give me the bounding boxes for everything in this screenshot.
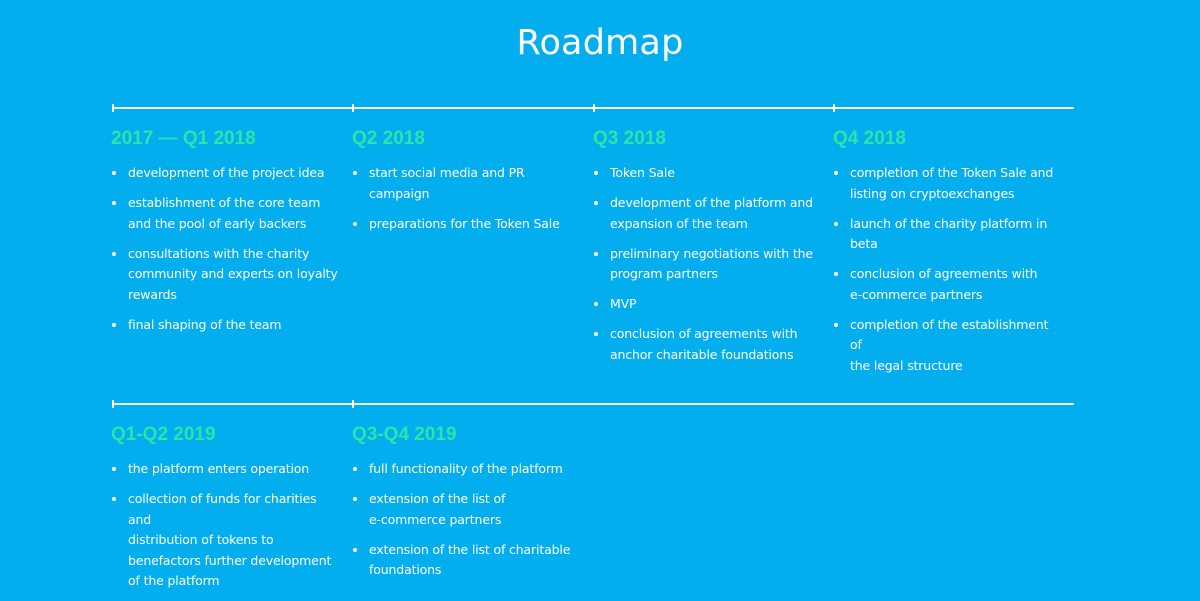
stage-period: Q1-Q2 2019	[111, 424, 216, 445]
timeline-tick	[833, 104, 835, 112]
milestone-text: completion of the establishment of the l…	[850, 316, 1049, 373]
bullet-icon	[594, 171, 598, 175]
milestone-item: collection of funds for charities and di…	[111, 489, 339, 592]
timeline-tick	[112, 400, 114, 408]
roadmap-stage-q1-q2-2019: Q1-Q2 2019 the platform enters operation…	[111, 423, 339, 601]
roadmap-stage-q4-2018: Q4 2018 completion of the Token Sale and…	[833, 127, 1061, 386]
milestone-item: development of the platform and expansio…	[593, 193, 821, 234]
roadmap-stage-q3-q4-2019: Q3-Q4 2019 full functionality of the pla…	[352, 423, 580, 590]
bullet-icon	[353, 171, 357, 175]
milestone-item: consultations with the charity community…	[111, 244, 339, 306]
timeline-tick	[352, 104, 354, 112]
stage-milestone-list: completion of the Token Sale and listing…	[833, 163, 1061, 376]
timeline-tick	[593, 104, 595, 112]
milestone-text: final shaping of the team	[128, 316, 282, 332]
milestone-item: MVP	[593, 294, 821, 315]
bullet-icon	[353, 221, 357, 226]
milestone-item: preparations for the Token Sale	[352, 214, 580, 235]
stage-period: Q2 2018	[352, 128, 425, 149]
milestone-item: start social media and PR campaign	[352, 163, 580, 204]
milestone-text: full functionality of the platform	[369, 461, 563, 476]
milestone-text: collection of funds for charities and di…	[128, 491, 332, 588]
milestone-item: final shaping of the team	[111, 315, 339, 336]
milestone-text: extension of the list of e-commerce part…	[369, 491, 506, 527]
milestone-item: extension of the list of e-commerce part…	[352, 489, 580, 530]
bullet-icon	[353, 497, 357, 501]
bullet-icon	[834, 221, 838, 226]
milestone-item: full functionality of the platform	[352, 459, 580, 480]
milestone-item: the platform enters operation	[111, 459, 339, 480]
timeline-row-1	[112, 104, 1074, 117]
milestone-text: development of the project idea	[128, 165, 325, 180]
bullet-icon	[353, 547, 357, 552]
roadmap-stage-q3-2018: Q3 2018 Token Sale development of the pl…	[593, 127, 821, 375]
stage-milestone-list: the platform enters operation collection…	[111, 459, 339, 592]
bullet-icon	[594, 302, 598, 306]
bullet-icon	[112, 171, 116, 175]
stage-period: Q4 2018	[833, 128, 906, 149]
milestone-text: preparations for the Token Sale	[369, 215, 560, 231]
milestone-text: establishment of the core team and the p…	[128, 195, 321, 231]
milestone-text: preliminary negotiations with the progra…	[610, 245, 813, 282]
bullet-icon	[112, 467, 116, 471]
milestone-text: start social media and PR campaign	[369, 165, 525, 201]
stage-period: Q3-Q4 2019	[352, 424, 457, 445]
bullet-icon	[834, 272, 838, 276]
milestone-item: conclusion of agreements with anchor cha…	[593, 324, 821, 365]
bullet-icon	[112, 251, 116, 256]
bullet-icon	[353, 467, 357, 471]
milestone-item: preliminary negotiations with the progra…	[593, 244, 821, 285]
milestone-text: conclusion of agreements with anchor cha…	[610, 326, 798, 362]
milestone-item: establishment of the core team and the p…	[111, 193, 339, 234]
bullet-icon	[112, 201, 116, 205]
roadmap-stage-q2-2018: Q2 2018 start social media and PR campai…	[352, 127, 580, 244]
stage-period: Q3 2018	[593, 128, 666, 149]
bullet-icon	[594, 251, 598, 256]
stage-milestone-list: start social media and PR campaign prepa…	[352, 163, 580, 234]
milestone-text: MVP	[610, 296, 637, 311]
page-title: Roadmap	[516, 23, 684, 63]
milestone-item: development of the project idea	[111, 163, 339, 184]
milestone-item: completion of the Token Sale and listing…	[833, 163, 1061, 204]
milestone-item: extension of the list of charitable foun…	[352, 540, 580, 581]
timeline-tick	[112, 104, 114, 112]
milestone-text: Token Sale	[610, 165, 675, 180]
stage-period: 2017 — Q1 2018	[111, 128, 256, 149]
milestone-text: consultations with the charity community…	[128, 245, 338, 302]
milestone-text: conclusion of agreements with e-commerce…	[850, 266, 1038, 302]
bullet-icon	[834, 322, 838, 327]
stage-milestone-list: development of the project idea establis…	[111, 163, 339, 335]
timeline-row-2	[112, 400, 1074, 413]
milestone-text: development of the platform and expansio…	[610, 195, 813, 231]
stage-milestone-list: Token Sale development of the platform a…	[593, 163, 821, 365]
bullet-icon	[594, 201, 598, 205]
milestone-item: launch of the charity platform in beta	[833, 214, 1061, 255]
milestone-item: Token Sale	[593, 163, 821, 184]
roadmap-stage-2017-q1-2018: 2017 — Q1 2018 development of the projec…	[111, 127, 339, 345]
milestone-item: completion of the establishment of the l…	[833, 315, 1061, 377]
timeline-tick	[352, 400, 354, 408]
bullet-icon	[834, 171, 838, 175]
stage-milestone-list: full functionality of the platform exten…	[352, 459, 580, 581]
bullet-icon	[594, 332, 598, 336]
milestone-text: the platform enters operation	[128, 461, 310, 476]
milestone-item: conclusion of agreements with e-commerce…	[833, 264, 1061, 305]
bullet-icon	[112, 322, 116, 327]
milestone-text: extension of the list of charitable foun…	[369, 541, 571, 578]
milestone-text: completion of the Token Sale and listing…	[850, 165, 1054, 201]
bullet-icon	[112, 497, 116, 501]
milestone-text: launch of the charity platform in beta	[850, 215, 1048, 252]
timeline-line	[112, 403, 1074, 405]
